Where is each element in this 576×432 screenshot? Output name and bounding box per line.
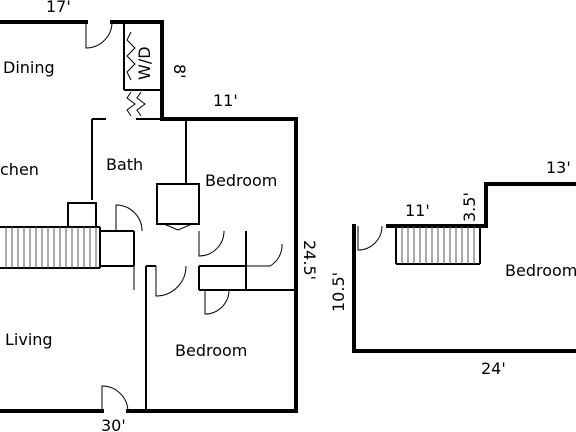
dim-side-depth: 24.5' xyxy=(300,240,319,280)
upper-door xyxy=(357,225,383,251)
room-label-bath: Bath xyxy=(106,155,143,174)
entry-door-top xyxy=(85,21,113,49)
room-label-kitchen: chen xyxy=(0,160,39,179)
dim-upper-step: 11' xyxy=(405,201,430,220)
dim-upper-top: 13' xyxy=(546,158,571,177)
dim-upper-rise: 3.5' xyxy=(460,192,479,222)
dim-upper-bottom: 24' xyxy=(481,359,506,378)
doors xyxy=(85,21,283,412)
closet-bifold xyxy=(163,223,193,231)
entry-door-bottom xyxy=(101,385,129,412)
dim-hall-depth: 8' xyxy=(170,64,189,79)
room-label-living: Living xyxy=(5,330,53,349)
dim-bedroom-width: 11' xyxy=(213,91,238,110)
room-label-bedroom-upper: Bedroom xyxy=(205,171,277,190)
bedroom-right-door xyxy=(246,243,283,267)
room-label-bedroom-right: Bedroom xyxy=(505,261,576,280)
room-label-dining: Dining xyxy=(3,58,55,77)
hall-door xyxy=(155,265,187,297)
dim-upper-side: 10.5' xyxy=(329,272,348,312)
hall-closet-door xyxy=(204,289,230,315)
washer-dryer-symbols xyxy=(126,31,146,117)
upper-stairs xyxy=(395,226,481,265)
kitchen-counter xyxy=(67,202,97,228)
room-label-bedroom-lower: Bedroom xyxy=(175,341,247,360)
bath-closet xyxy=(156,183,200,225)
dim-top-width: 17' xyxy=(46,0,71,16)
main-stairs xyxy=(0,226,101,269)
room-label-washer-dryer: W/D xyxy=(135,46,154,80)
bath-door xyxy=(115,204,143,232)
main-floor-walls xyxy=(0,20,298,413)
dim-bottom-width: 30' xyxy=(101,416,126,432)
bedroom-upper-door xyxy=(198,230,225,257)
upper-floor-walls xyxy=(352,182,576,353)
